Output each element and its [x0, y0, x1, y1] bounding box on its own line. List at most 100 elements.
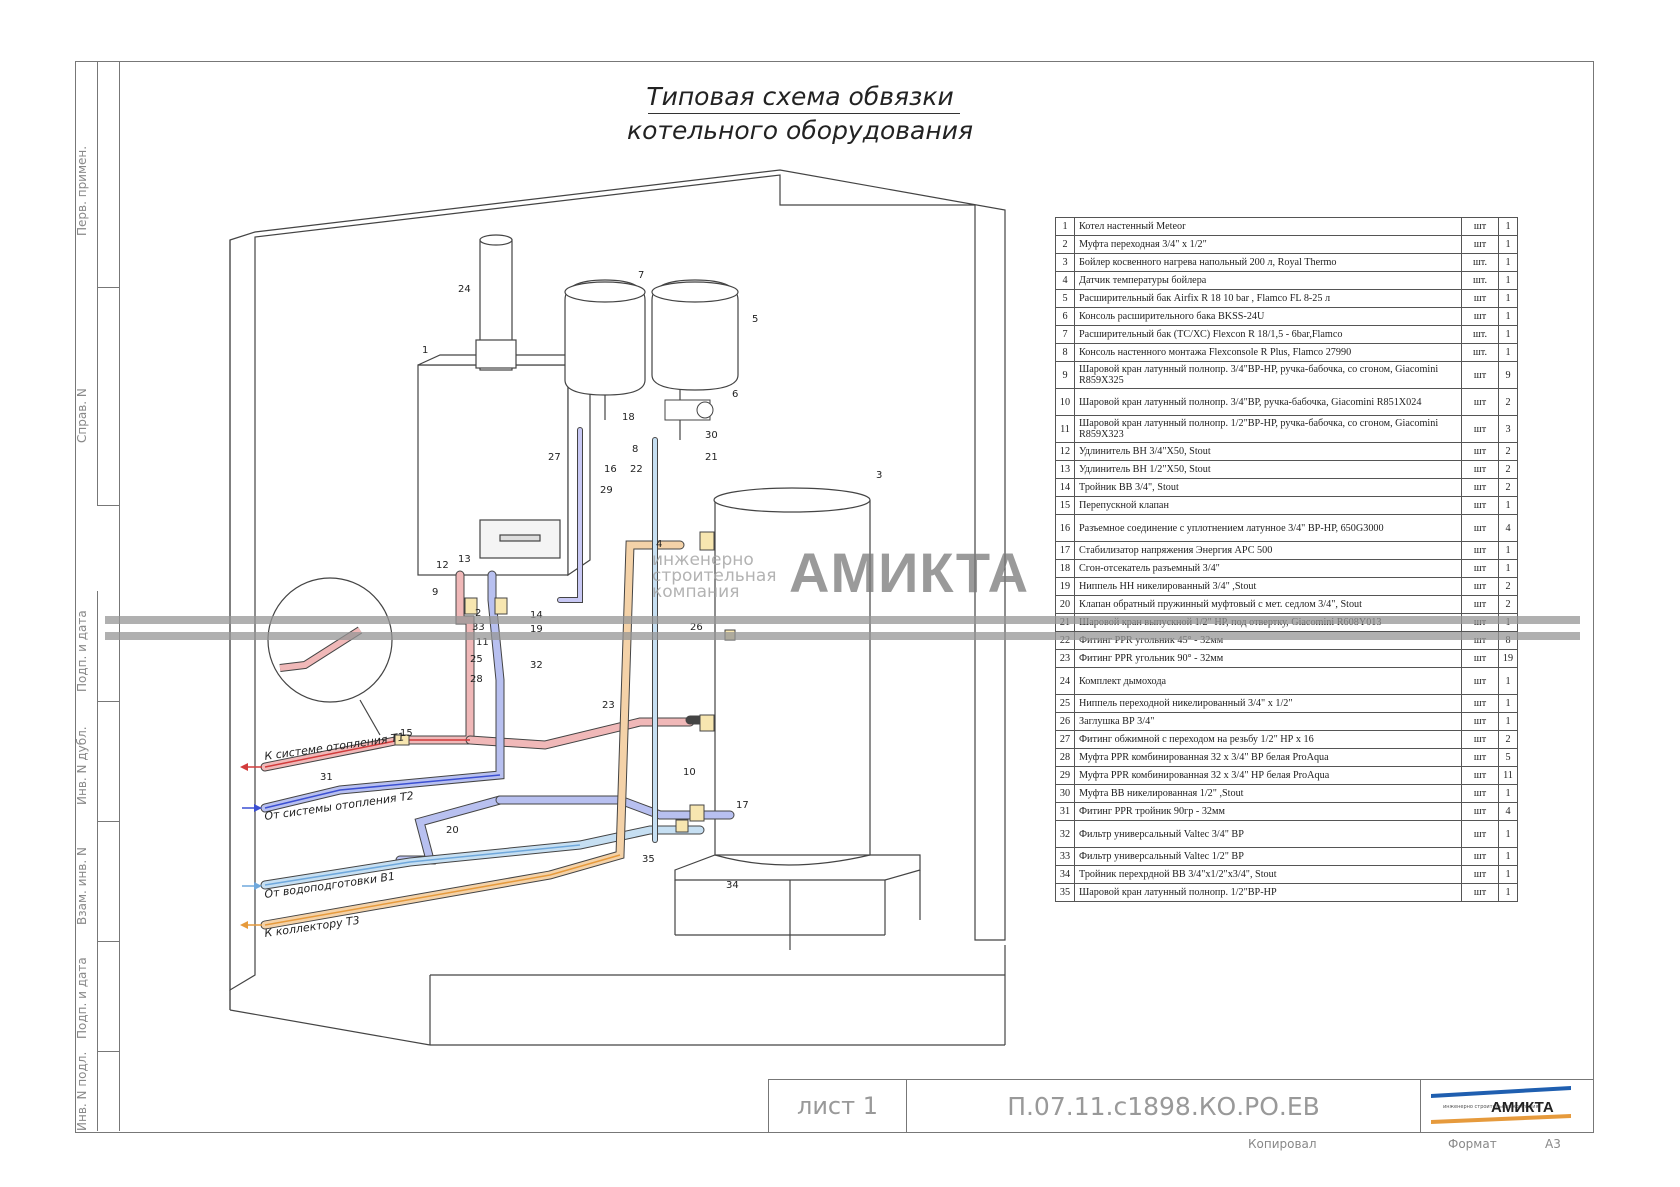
spec-cell-qty: 2: [1498, 388, 1518, 416]
spec-cell-qty: 1: [1498, 325, 1518, 344]
valves: [394, 531, 736, 833]
spec-cell-unit: шт: [1461, 730, 1499, 749]
watermark-sub-3: компания: [652, 582, 740, 602]
spec-cell-number: 10: [1055, 388, 1075, 416]
spec-cell-unit: шт: [1461, 802, 1499, 821]
spec-cell-qty: 1: [1498, 307, 1518, 326]
callout: 14: [530, 610, 543, 621]
callout: 21: [705, 452, 718, 463]
spec-cell-qty: 2: [1498, 595, 1518, 614]
chimney: [475, 234, 517, 371]
spec-cell-name: Консоль настенного монтажа Flexconsole R…: [1074, 343, 1462, 362]
room-walls: [229, 169, 1006, 1046]
spec-cell-qty: 1: [1498, 343, 1518, 362]
spec-cell-number: 7: [1055, 325, 1075, 344]
callout: 11: [476, 637, 489, 648]
callout: 28: [470, 674, 483, 685]
spec-cell-name: Муфта PPR комбинированная 32 х 3/4" ВР б…: [1074, 748, 1462, 767]
spec-cell-qty: 1: [1498, 496, 1518, 515]
spec-cell-name: Фильтр универсальный Valtec 3/4" ВР: [1074, 820, 1462, 848]
callout-numbers: 1 3 5 6 7 24 26 18 8 27 16 29 30 21 22 1…: [320, 270, 882, 891]
spec-cell-number: 5: [1055, 289, 1075, 308]
spec-cell-name: Шаровой кран латунный полнопр. 3/4"ВР-НР…: [1074, 361, 1462, 389]
watermark-band: [105, 632, 1580, 640]
spec-cell-number: 3: [1055, 253, 1075, 272]
spec-cell-name: Фитинг PPR тройник 90гр - 32мм: [1074, 802, 1462, 821]
spec-cell-unit: шт: [1461, 442, 1499, 461]
cylinder-stand: [674, 854, 921, 950]
spec-cell-unit: шт: [1461, 541, 1499, 560]
spec-cell-name: Шаровой кран латунный полнопр. 1/2"ВР-НР: [1074, 883, 1462, 902]
spec-cell-name: Муфта ВВ никелированная 1/2" ,Stout: [1074, 784, 1462, 803]
title-line-1: Типовая схема обвязки: [646, 82, 954, 111]
title-block: лист 1 П.07.11.с1898.КО.РО.ЕВ инженерно …: [768, 1079, 1593, 1132]
spec-cell-qty: 1: [1498, 712, 1518, 731]
spec-cell-number: 23: [1055, 649, 1075, 668]
callout: 26: [690, 622, 703, 633]
spec-cell-name: Перепускной клапан: [1074, 496, 1462, 515]
callout: 35: [642, 854, 655, 865]
spec-cell-unit: шт: [1461, 514, 1499, 542]
spec-cell-number: 34: [1055, 865, 1075, 884]
spec-cell-name: Муфта PPR комбинированная 32 х 3/4" НР б…: [1074, 766, 1462, 785]
spec-cell-unit: шт: [1461, 496, 1499, 515]
spec-cell-name: Удлинитель ВН 1/2"Х50, Stout: [1074, 460, 1462, 479]
side-cell: [97, 61, 120, 288]
spec-cell-qty: 1: [1498, 235, 1518, 254]
spec-cell-name: Ниппель переходной никелированный 3/4" х…: [1074, 694, 1462, 713]
callout: 20: [446, 825, 459, 836]
spec-cell-qty: 1: [1498, 694, 1518, 713]
spec-cell-qty: 4: [1498, 514, 1518, 542]
spec-cell-qty: 2: [1498, 577, 1518, 596]
callout: 19: [530, 624, 543, 635]
spec-cell-number: 6: [1055, 307, 1075, 326]
callout: 30: [705, 430, 718, 441]
spec-cell-unit: шт: [1461, 847, 1499, 866]
callout: 24: [458, 284, 471, 295]
callout: 3: [876, 470, 882, 481]
spec-cell-number: 16: [1055, 514, 1075, 542]
spec-cell-number: 26: [1055, 712, 1075, 731]
callout: 9: [432, 587, 438, 598]
callout: 29: [600, 485, 613, 496]
side-cell: [97, 701, 120, 822]
spec-cell-qty: 3: [1498, 415, 1518, 443]
spec-cell-unit: шт: [1461, 748, 1499, 767]
footer-format: Формат: [1448, 1137, 1497, 1151]
spec-cell-unit: шт.: [1461, 343, 1499, 362]
flow-arrows: [240, 763, 262, 929]
sheet-number: лист 1: [769, 1080, 907, 1132]
spec-cell-name: Стабилизатор напряжения Энергия АРС 500: [1074, 541, 1462, 560]
spec-cell-qty: 1: [1498, 784, 1518, 803]
spec-cell-unit: шт: [1461, 478, 1499, 497]
title-underline: [648, 113, 960, 114]
spec-cell-number: 24: [1055, 667, 1075, 695]
spec-cell-number: 12: [1055, 442, 1075, 461]
document-code: П.07.11.с1898.КО.РО.ЕВ: [907, 1080, 1421, 1132]
spec-cell-unit: шт: [1461, 820, 1499, 848]
spec-cell-unit: шт: [1461, 577, 1499, 596]
callout: 8: [632, 444, 638, 455]
footer-copied: Копировал: [1248, 1137, 1317, 1151]
spec-cell-qty: 4: [1498, 802, 1518, 821]
spec-cell-qty: 2: [1498, 730, 1518, 749]
spec-cell-name: Фитинг PPR угольник 90° - 32мм: [1074, 649, 1462, 668]
spec-cell-name: Фитинг обжимной с переходом на резьбу 1/…: [1074, 730, 1462, 749]
spec-cell-qty: 2: [1498, 442, 1518, 461]
spec-cell-number: 19: [1055, 577, 1075, 596]
spec-cell-name: Расширительный бак Airfix R 18 10 bar , …: [1074, 289, 1462, 308]
callout: 18: [622, 412, 635, 423]
